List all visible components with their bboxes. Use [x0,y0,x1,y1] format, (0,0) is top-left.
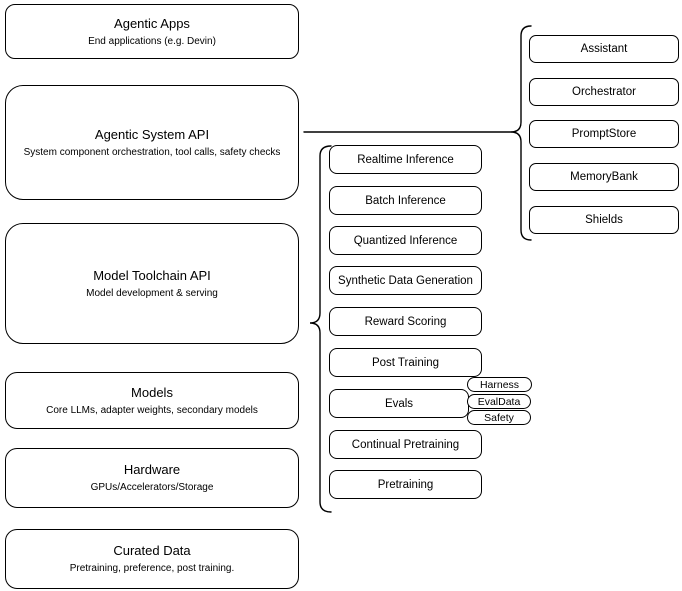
node-subtitle: Pretraining, preference, post training. [69,563,235,574]
node-continual-pretraining: Continual Pretraining [329,430,482,459]
node-memorybank: MemoryBank [529,163,679,191]
node-model-toolchain-api: Model Toolchain API Model development & … [5,223,299,344]
node-assistant: Assistant [529,35,679,63]
node-reward-scoring: Reward Scoring [329,307,482,336]
node-agentic-system-api: Agentic System API System component orch… [5,85,299,200]
node-hardware: Hardware GPUs/Accelerators/Storage [5,448,299,508]
node-batch-inference: Batch Inference [329,186,482,215]
node-title: Model Toolchain API [93,267,211,283]
node-agentic-apps: Agentic Apps End applications (e.g. Devi… [5,4,299,59]
node-subtitle: Core LLMs, adapter weights, secondary mo… [46,404,258,416]
node-curated-data: Curated Data Pretraining, preference, po… [5,529,299,589]
toolchain-services-brace [309,145,332,513]
node-orchestrator: Orchestrator [529,78,679,106]
node-subtitle: Model development & serving [86,287,218,299]
node-subtitle: GPUs/Accelerators/Storage [90,482,214,493]
node-synthetic-data-generation: Synthetic Data Generation [329,266,482,295]
node-models: Models Core LLMs, adapter weights, secon… [5,372,299,429]
node-title: Curated Data [113,543,191,558]
node-evals: Evals [329,389,469,418]
node-quantized-inference: Quantized Inference [329,226,482,255]
node-eval-harness: Harness [467,377,532,392]
node-eval-evaldata: EvalData [467,394,531,409]
system-components-brace [510,25,532,241]
node-post-training: Post Training [329,348,482,377]
node-subtitle: End applications (e.g. Devin) [88,35,216,47]
node-title: Hardware [123,462,181,477]
node-title: Models [131,384,173,400]
node-eval-safety: Safety [467,410,531,425]
node-title: Agentic Apps [114,15,190,31]
node-realtime-inference: Realtime Inference [329,145,482,174]
node-subtitle: System component orchestration, tool cal… [23,146,281,158]
node-promptstore: PromptStore [529,120,679,148]
node-shields: Shields [529,206,679,234]
node-title: Agentic System API [94,126,210,142]
node-pretraining: Pretraining [329,470,482,499]
